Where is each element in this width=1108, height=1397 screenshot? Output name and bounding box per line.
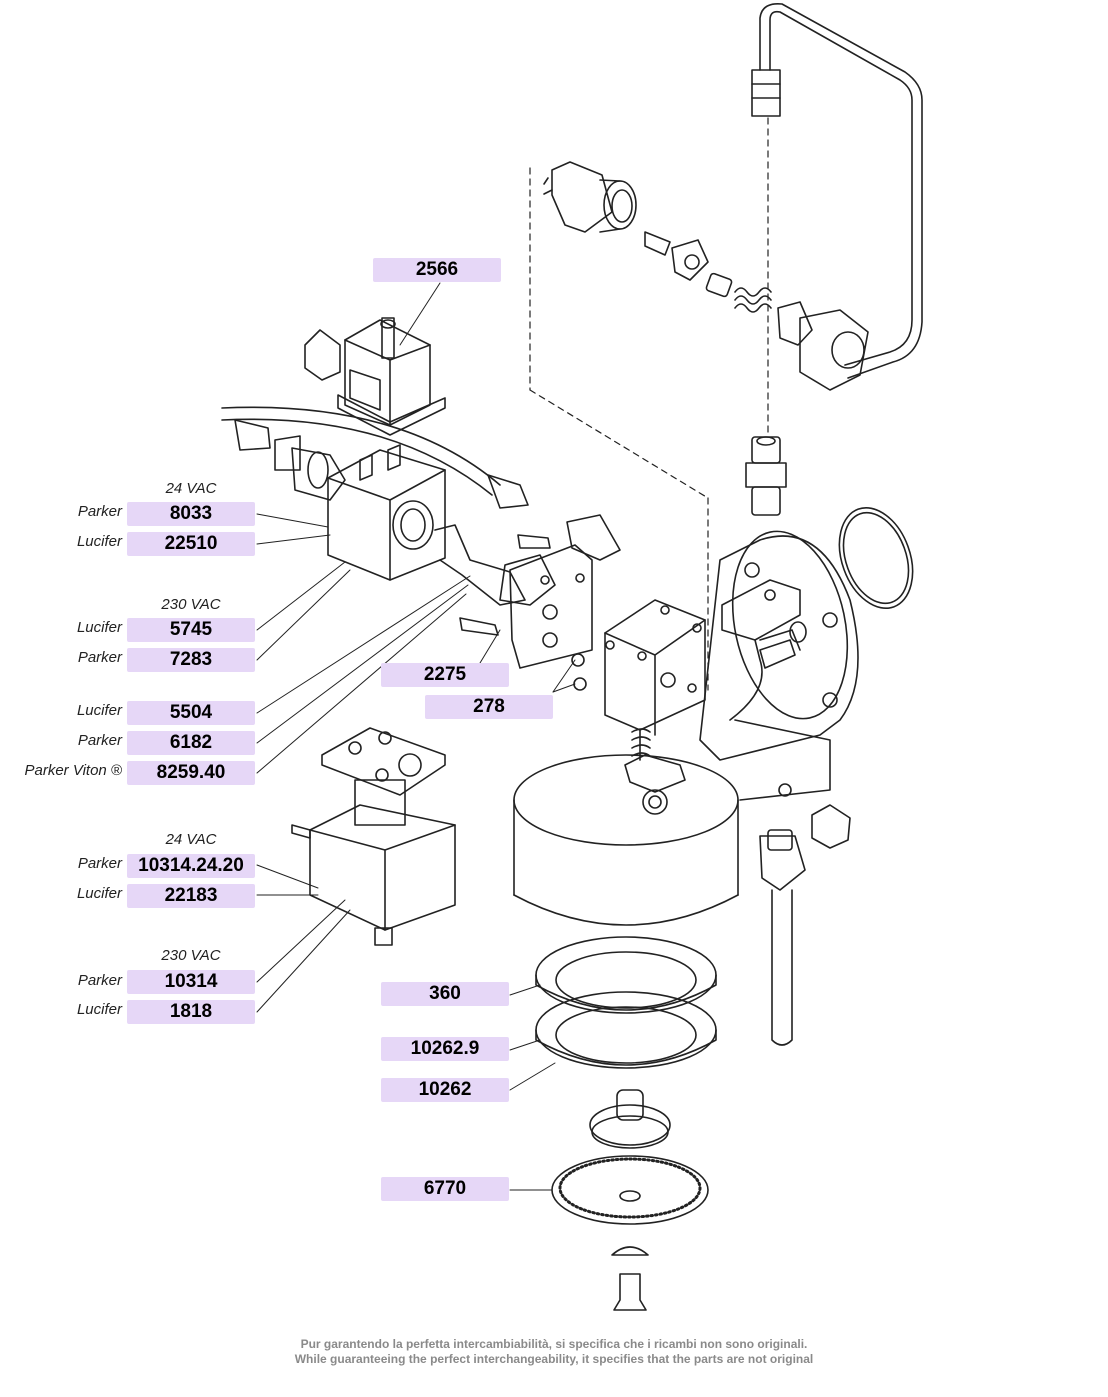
solenoid-assembly-top (221, 317, 529, 509)
part-278[interactable]: 278 (425, 695, 553, 719)
part-2275[interactable]: 2275 (381, 663, 509, 687)
top-fittings (543, 161, 869, 391)
main-cylinder (513, 754, 739, 926)
brand-label: Parker (77, 972, 122, 989)
part-2566[interactable]: 2566 (373, 258, 501, 282)
part-8033[interactable]: 8033 (127, 502, 255, 526)
part-6770[interactable]: 6770 (381, 1177, 509, 1201)
leader-lines (256, 282, 576, 1191)
group-head-body (699, 530, 859, 801)
part-22510[interactable]: 22510 (127, 532, 255, 556)
part-6182[interactable]: 6182 (127, 731, 255, 755)
brand-label: Parker Viton ® (24, 762, 123, 779)
dashed-guides (529, 117, 769, 691)
voltage-230vac-lower: 230 VAC (161, 947, 221, 964)
brand-label: Lucifer (76, 619, 122, 636)
brand-label: Lucifer (76, 702, 122, 719)
brand-label: Parker (77, 732, 122, 749)
part-360[interactable]: 360 (381, 982, 509, 1006)
solenoid-coil-lower (291, 727, 456, 946)
solenoid-coil-upper (327, 444, 621, 691)
part-1818[interactable]: 1818 (127, 1000, 255, 1024)
seals (535, 936, 717, 1069)
brand-label: Parker (77, 855, 122, 872)
part-5745[interactable]: 5745 (127, 618, 255, 642)
disclaimer-italian: Pur garantendo la perfetta intercambiabi… (300, 1337, 808, 1351)
brand-label: Lucifer (76, 533, 122, 550)
shower-parts (551, 1089, 709, 1311)
brand-label: Parker (77, 649, 122, 666)
part-10314[interactable]: 10314 (127, 970, 255, 994)
disclaimer-english: While guaranteeing the perfect interchan… (294, 1352, 814, 1366)
part-7283[interactable]: 7283 (127, 648, 255, 672)
part-10314-24-20[interactable]: 10314.24.20 (127, 854, 255, 878)
part-22183[interactable]: 22183 (127, 884, 255, 908)
brand-label: Lucifer (76, 885, 122, 902)
top-pipe (751, 2, 923, 379)
part-10262-9[interactable]: 10262.9 (381, 1037, 509, 1061)
o-ring (838, 506, 914, 610)
right-fittings (759, 804, 851, 1046)
nipple-fitting (745, 436, 787, 516)
voltage-230vac-upper: 230 VAC (161, 596, 221, 613)
voltage-24vac-lower: 24 VAC (165, 831, 217, 848)
manifold-block (604, 599, 706, 793)
part-8259-40[interactable]: 8259.40 (127, 761, 255, 785)
voltage-24vac-upper: 24 VAC (165, 480, 217, 497)
brand-label: Parker (77, 503, 122, 520)
part-10262[interactable]: 10262 (381, 1078, 509, 1102)
part-5504[interactable]: 5504 (127, 701, 255, 725)
brand-label: Lucifer (76, 1001, 122, 1018)
